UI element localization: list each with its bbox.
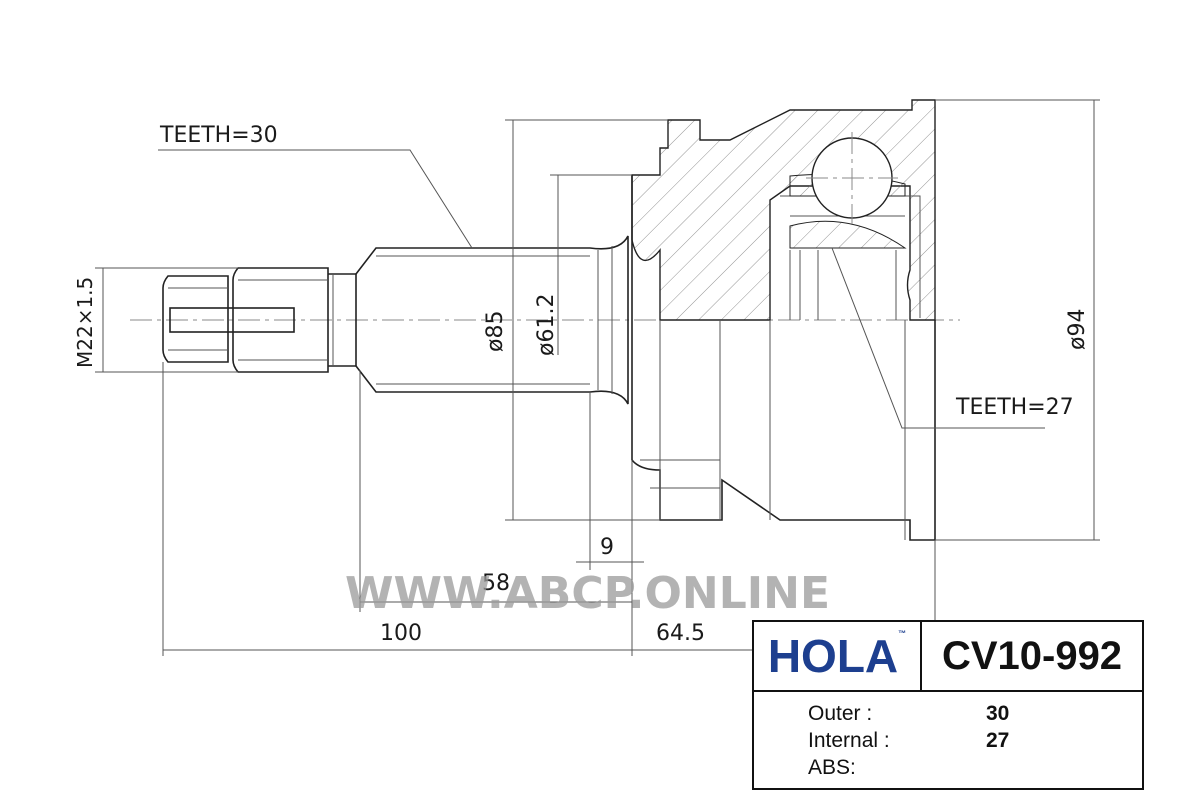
length-58-label: 58: [482, 571, 510, 596]
dia-61-2-label: ø61.2: [534, 294, 559, 356]
spec-row-outer: Outer : 30: [808, 702, 1009, 726]
spec-row-abs: ABS:: [808, 756, 856, 780]
teeth-inner-label: TEETH=27: [955, 395, 1074, 420]
brand-name: HOLA: [767, 630, 899, 682]
dia-85-label: ø85: [483, 311, 508, 352]
teeth-outer-label: TEETH=30: [159, 123, 278, 148]
product-info-box: HOLA™ CV10-992 Outer : 30 Internal : 27 …: [752, 620, 1144, 790]
splined-shaft: [355, 235, 629, 405]
length-64-5-label: 64.5: [656, 621, 705, 646]
outer-housing: [631, 99, 936, 541]
brand-logo: HOLA™: [768, 629, 906, 683]
spec-label: Outer :: [808, 702, 873, 725]
thread-label: M22×1.5: [73, 277, 97, 368]
brand-cell: HOLA™: [754, 622, 922, 692]
spec-row-internal: Internal : 27: [808, 729, 1009, 753]
length-100-label: 100: [380, 621, 422, 646]
spec-value: 30: [986, 702, 1010, 725]
spec-label: ABS:: [808, 756, 856, 779]
part-number-cell: CV10-992: [922, 622, 1142, 692]
length-9-label: 9: [600, 535, 614, 560]
dimension-lines: [95, 99, 1100, 656]
part-number: CV10-992: [941, 633, 1123, 678]
dia-94-label: ø94: [1065, 309, 1090, 350]
spec-value: 27: [986, 729, 1010, 752]
spec-label: Internal :: [808, 729, 890, 752]
watermark: WWW.ABCP.ONLINE: [345, 568, 830, 619]
trademark-mark: ™: [898, 629, 907, 638]
